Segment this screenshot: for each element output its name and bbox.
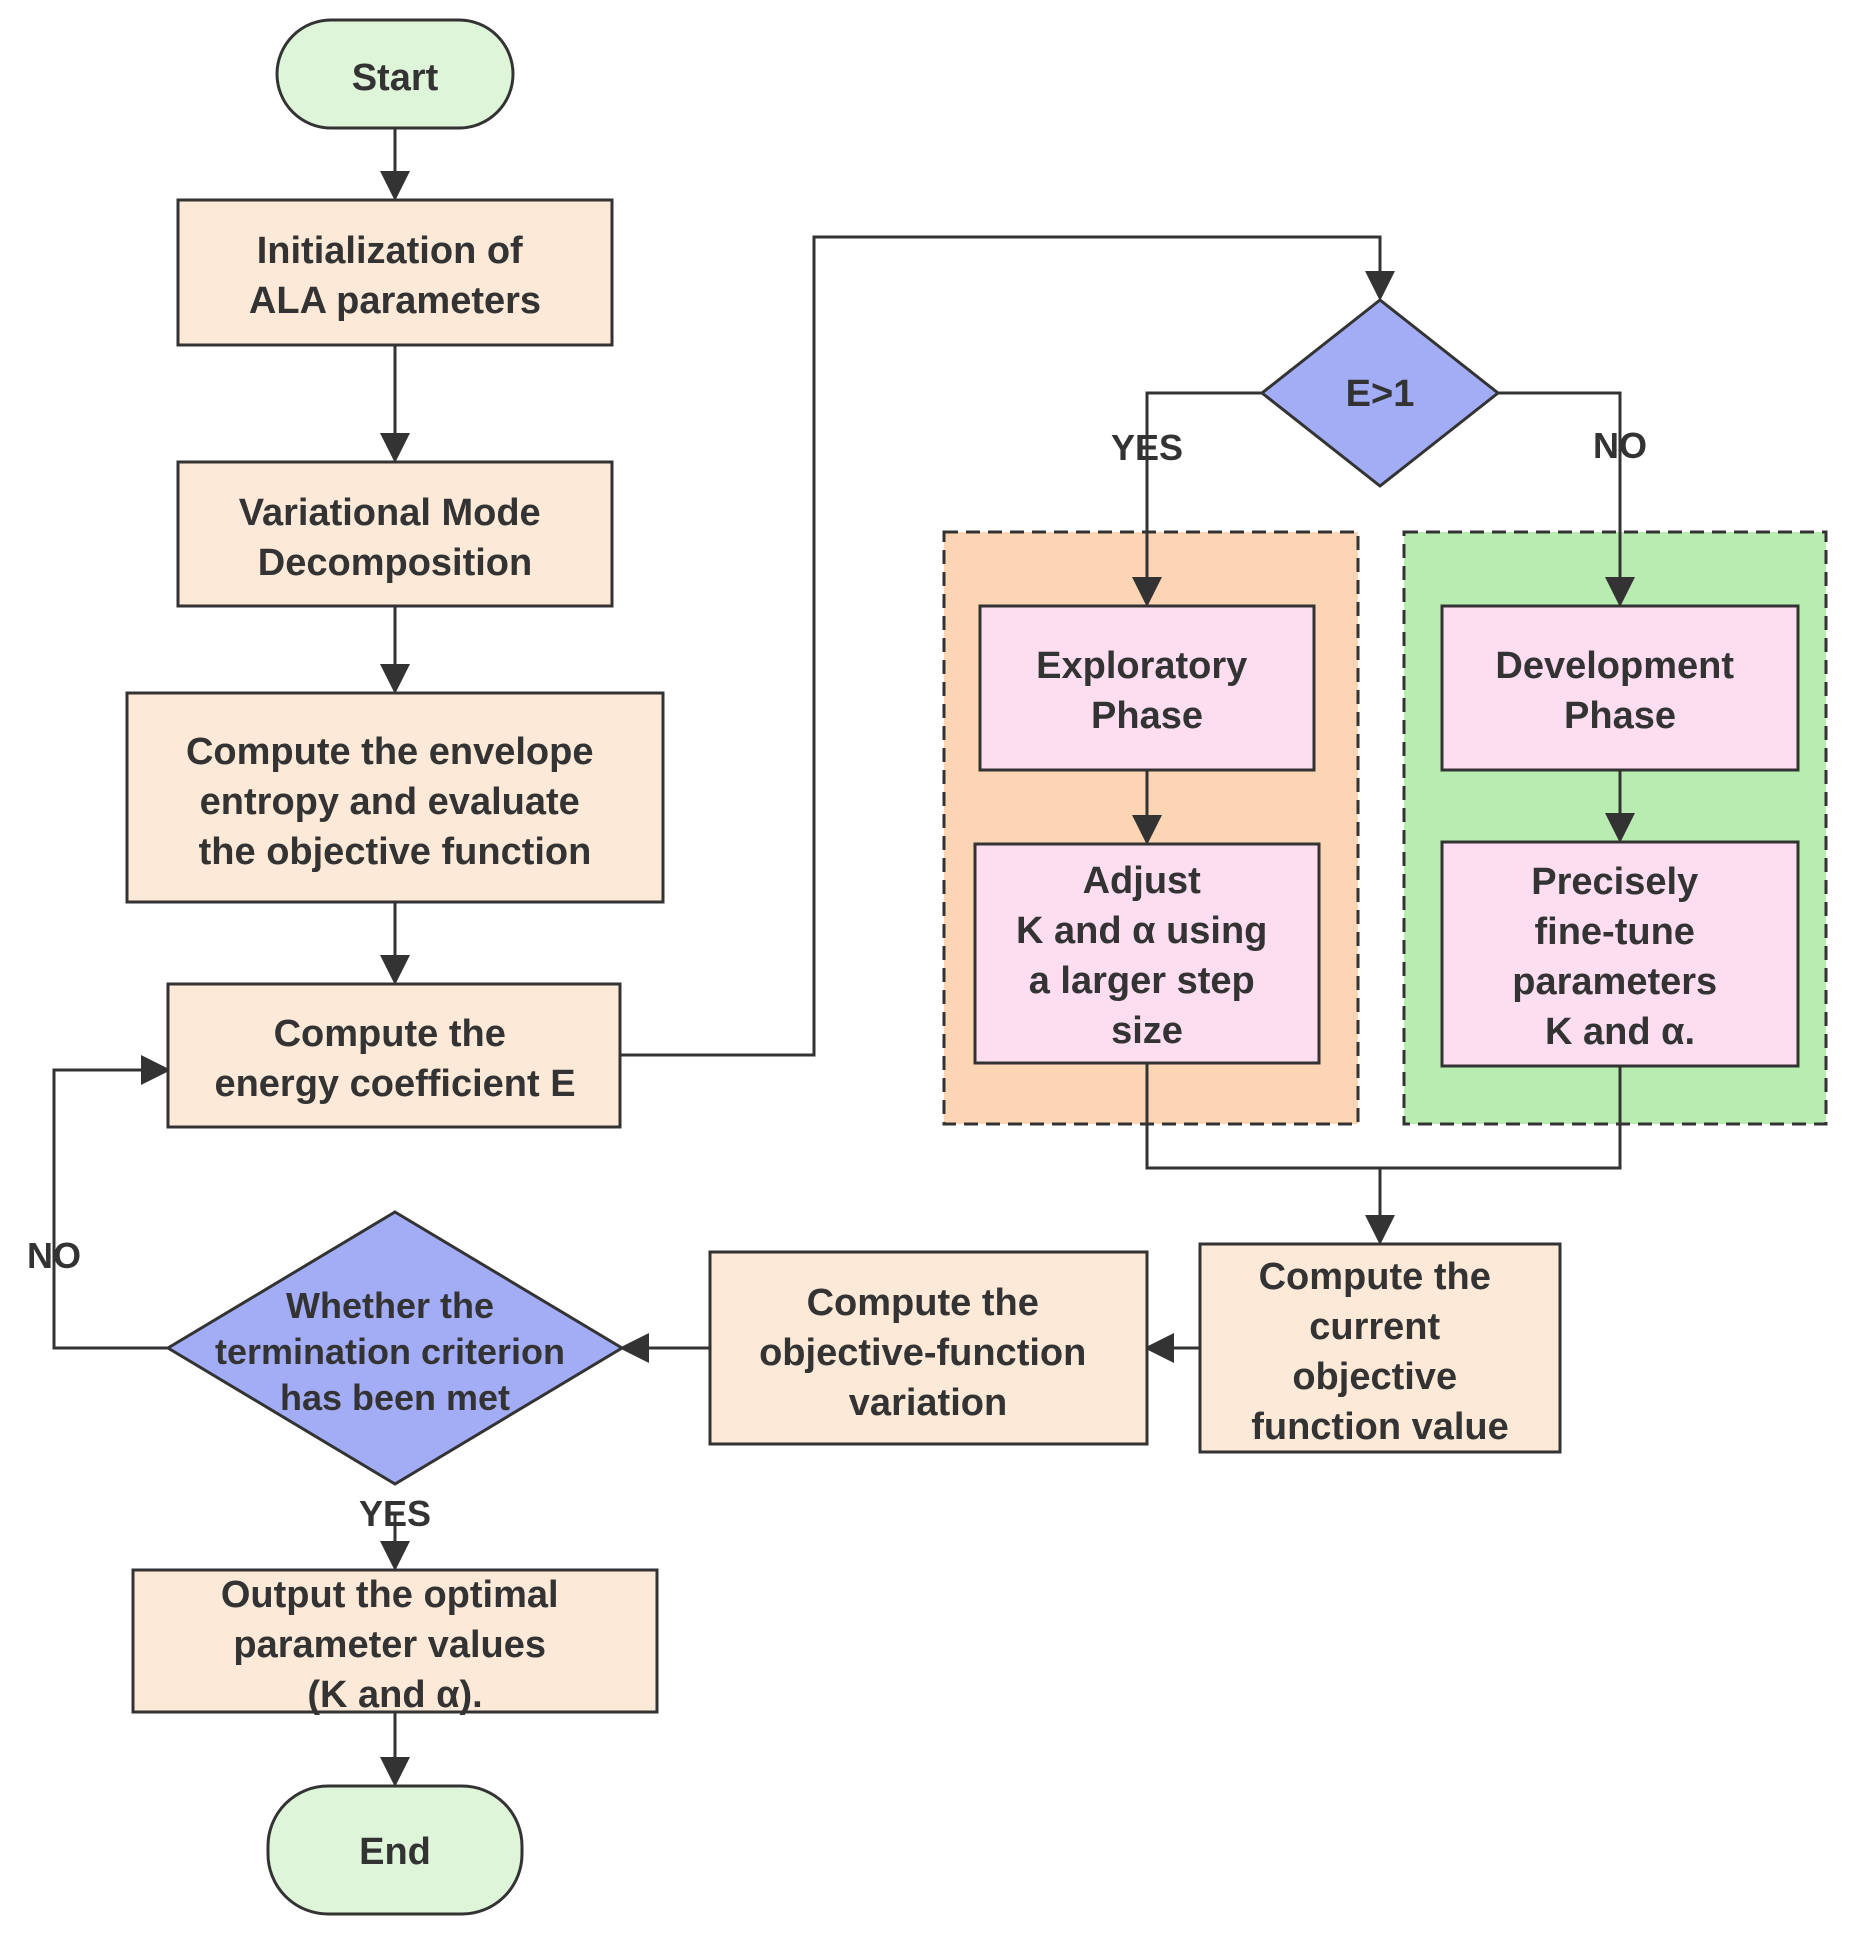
- envelope-label: Compute the envelope entropy and evaluat…: [186, 731, 604, 873]
- adjust-label: Adjust K and α using a larger step size: [1016, 860, 1278, 1052]
- init-box: [176, 198, 614, 347]
- exploratory-label: Exploratory Phase: [1036, 645, 1258, 737]
- termination-yes-label: YES: [359, 1493, 431, 1534]
- decision-e-diamond: [1259, 298, 1501, 488]
- start-terminal: [275, 18, 515, 130]
- arrow-energy-decision: [620, 235, 1395, 1057]
- end-label: End: [359, 1831, 431, 1873]
- arrow-termination-loop: [52, 1055, 171, 1350]
- arrow-decision-yes: [1132, 391, 1262, 607]
- end-terminal: [266, 1784, 524, 1916]
- loop-no-label: NO: [27, 1235, 81, 1276]
- precisely-box: [1440, 840, 1800, 1068]
- energy-box: [166, 982, 622, 1129]
- output-label: Output the optimal parameter values (K a…: [221, 1574, 569, 1716]
- output-box: [131, 1568, 659, 1714]
- termination-diamond: [165, 1210, 625, 1486]
- adjust-box: [973, 842, 1321, 1065]
- arrow-decision-no: [1498, 391, 1635, 607]
- vmd-label: Variational Mode Decomposition: [239, 492, 552, 584]
- start-label: Start: [352, 57, 439, 99]
- connectors: [52, 128, 1635, 1787]
- precisely-label: Precisely fine-tune parameters K and α.: [1512, 861, 1727, 1053]
- exploratory-box: [978, 604, 1316, 772]
- current-objective-box: [1198, 1242, 1562, 1454]
- development-box: [1440, 604, 1800, 772]
- current-objective-label: Compute the current objective function v…: [1251, 1256, 1509, 1448]
- yes-label: YES: [1111, 427, 1183, 468]
- init-label: Initialization of ALA parameters: [249, 230, 541, 322]
- energy-label: Compute the energy coefficient E: [214, 1013, 575, 1105]
- vmd-box: [176, 460, 614, 608]
- development-label: Development Phase: [1495, 645, 1744, 737]
- variation-box: [708, 1250, 1149, 1446]
- variation-label: Compute the objective-function variation: [759, 1282, 1097, 1424]
- no-label: NO: [1593, 425, 1647, 466]
- envelope-box: [125, 691, 665, 904]
- termination-label: Whether the termination criterion has be…: [215, 1285, 575, 1418]
- decision-e-label: E>1: [1346, 373, 1415, 415]
- merge-line-left: [1145, 1063, 1622, 1170]
